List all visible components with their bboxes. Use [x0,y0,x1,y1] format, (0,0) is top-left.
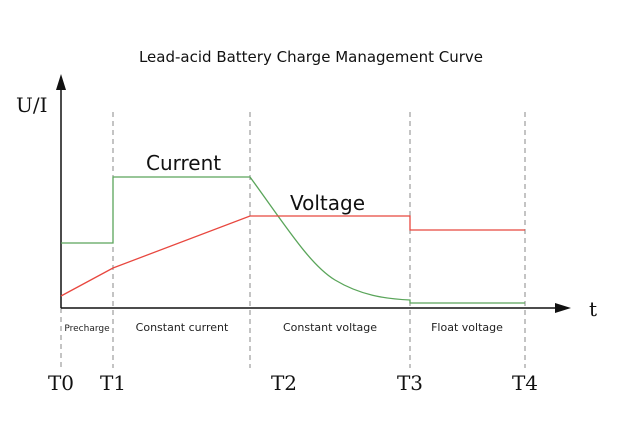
time-mark-t2: T2 [271,371,297,395]
time-mark-t4: T4 [512,371,538,395]
phase-label-constant-voltage: Constant voltage [283,321,377,334]
chart-title: Lead-acid Battery Charge Management Curv… [139,48,483,66]
phase-label-constant-current: Constant current [136,321,229,334]
series-voltage-line [60,215,525,297]
y-axis-label: U/I [16,93,48,117]
y-axis-arrow [56,74,66,90]
series-label-current: Current [146,151,221,175]
x-axis-label: t [589,297,597,321]
time-mark-t0: T0 [48,371,74,395]
time-mark-t1: T1 [100,371,126,395]
phase-label-precharge: Precharge [64,324,110,334]
series-current-line [61,176,525,304]
time-mark-t3: T3 [397,371,423,395]
x-axis-arrow [555,303,571,313]
series-label-voltage: Voltage [290,191,365,215]
phase-label-float-voltage: Float voltage [431,321,503,334]
